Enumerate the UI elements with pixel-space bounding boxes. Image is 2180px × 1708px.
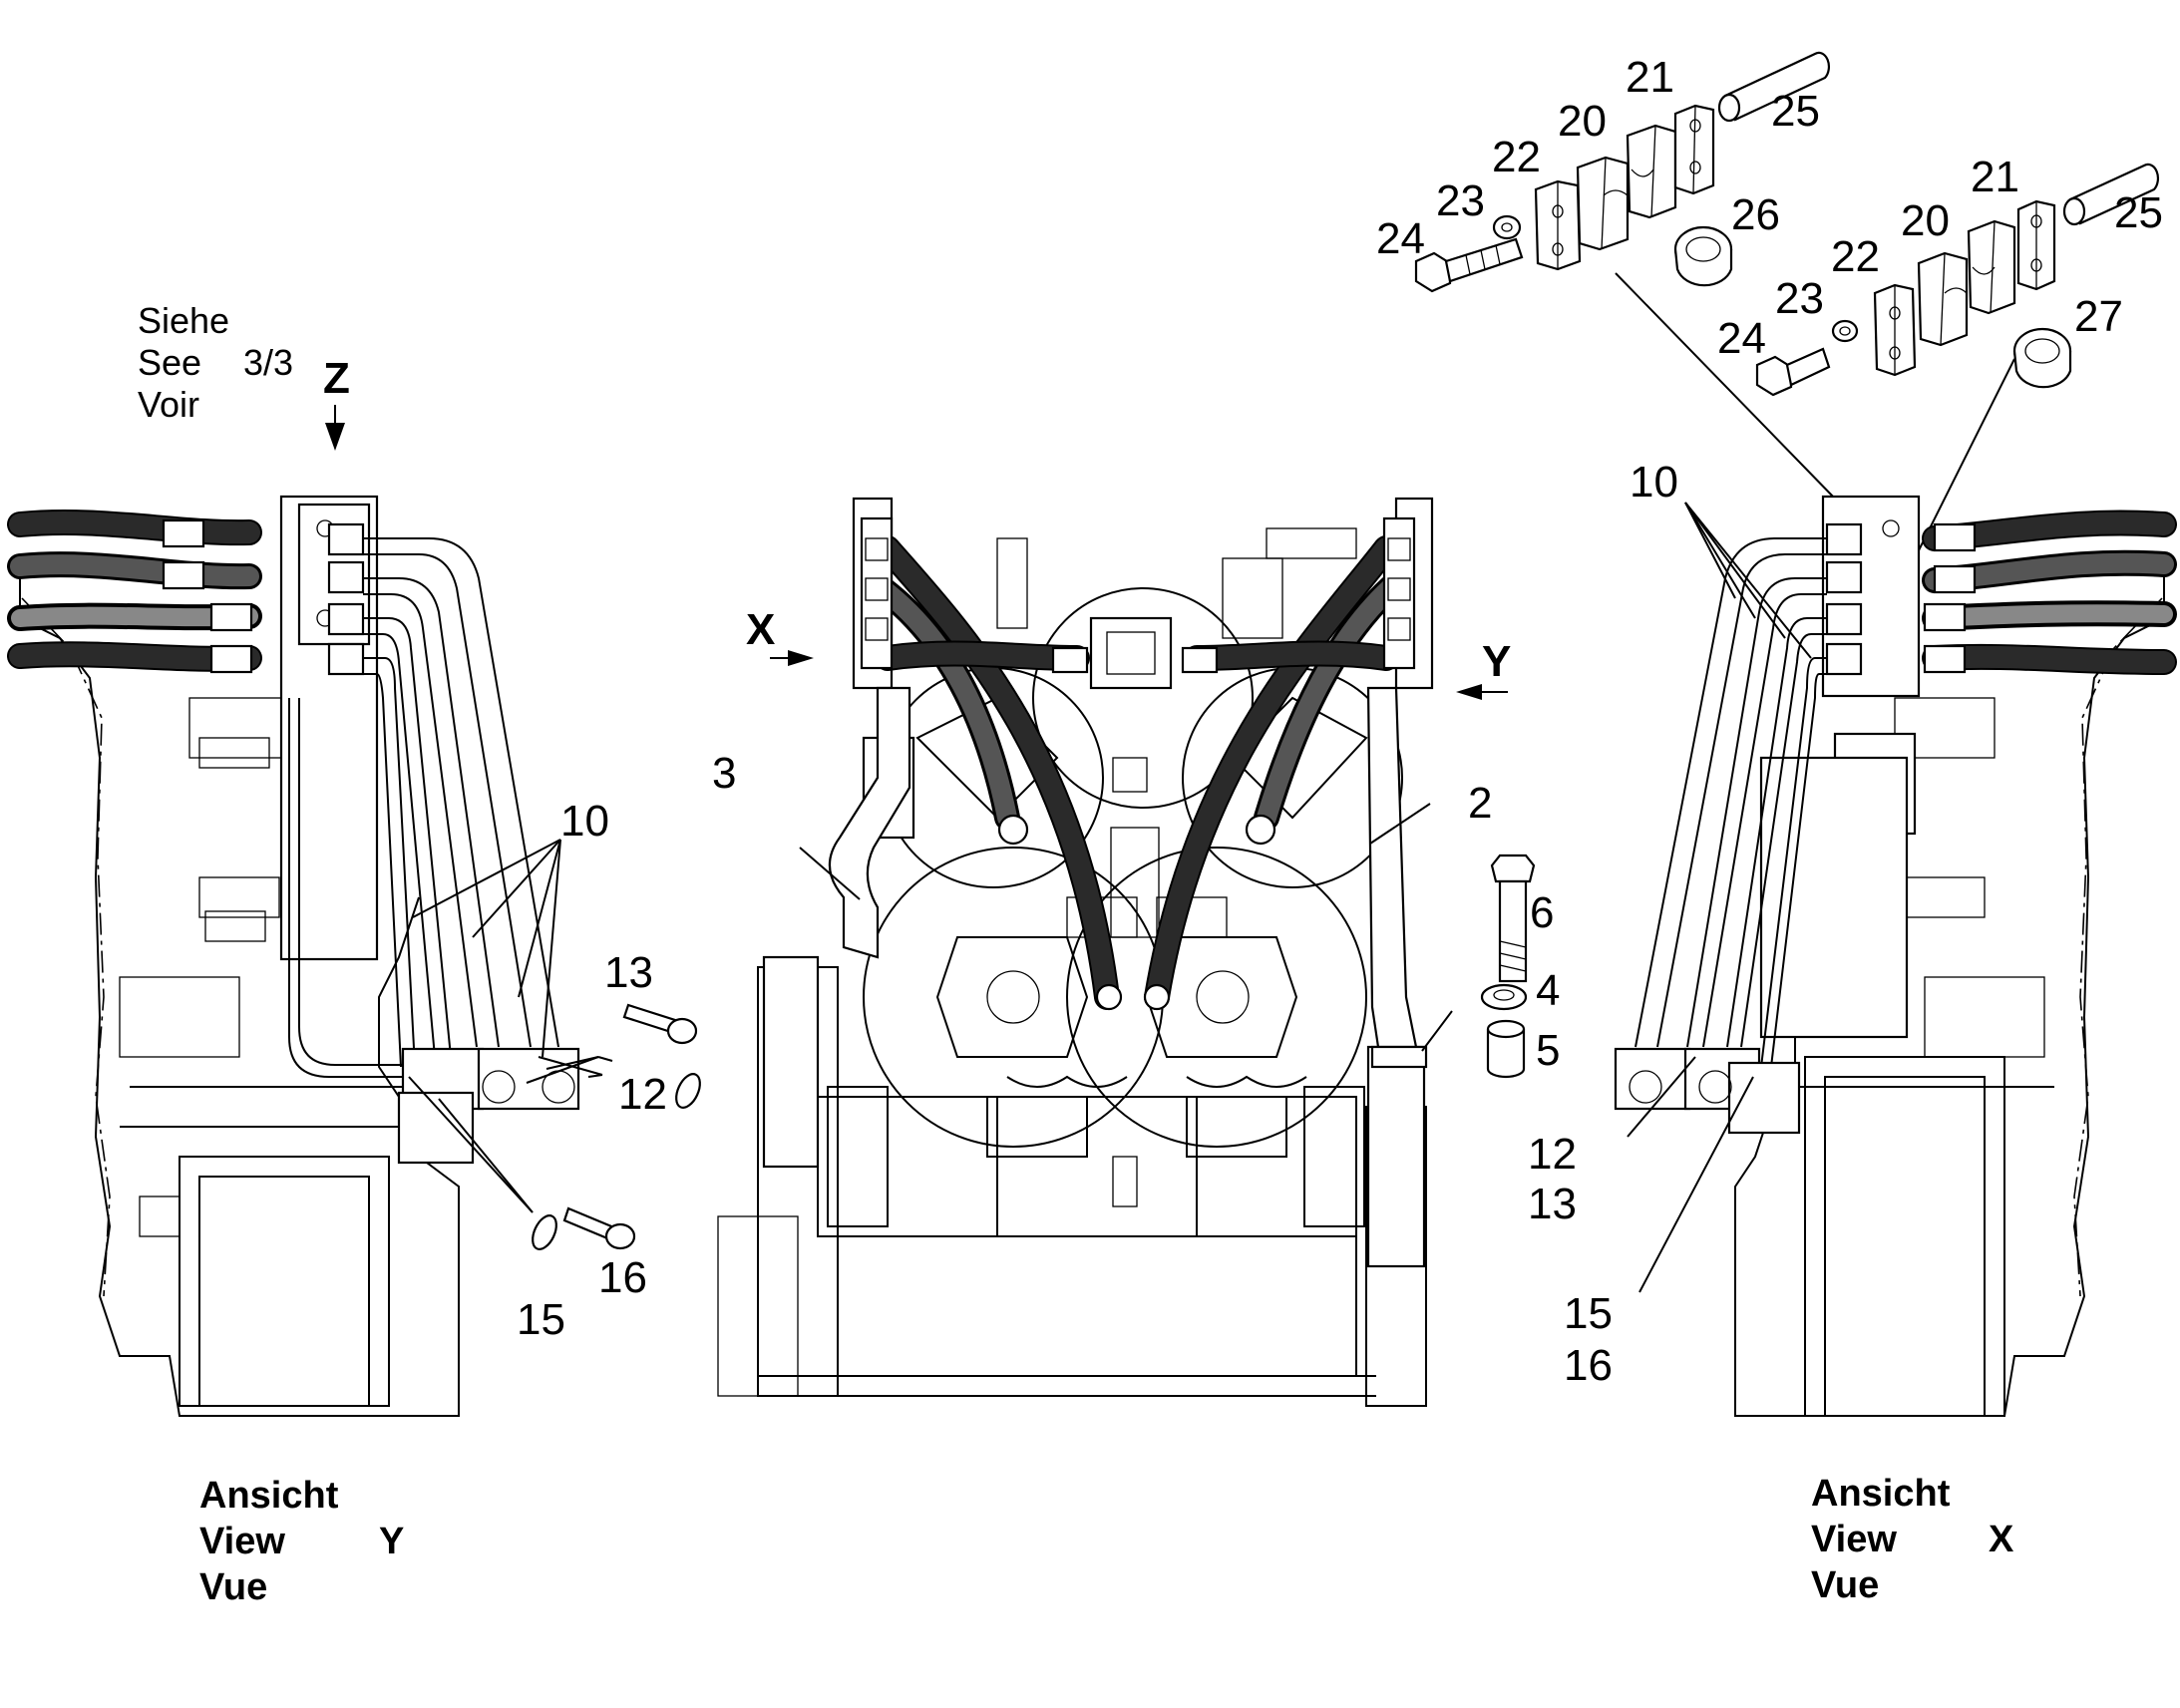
callout-24-lower: 24 [1717,314,1766,363]
clamp-half-21-lower [1967,219,2016,315]
washer-23-lower [1831,319,1859,343]
view-x-caption-letter: X [1989,1519,2014,1560]
view-y-caption-de: Ansicht [199,1475,339,1517]
washer-4 [1480,983,1528,1011]
o-ring-12 [675,1073,701,1109]
bolt-24-upper [1414,237,1524,293]
o-ring-15 [532,1214,557,1250]
top-plate-21-upper [1673,104,1715,195]
callout-25-lower: 25 [2114,188,2163,237]
callout-26: 26 [1731,190,1780,239]
callout-13-left: 13 [604,948,653,997]
callout-16-right: 16 [1564,1341,1613,1390]
view-marker-y: Y [1482,637,1511,686]
callout-20-lower: 20 [1901,196,1950,245]
view-arrow-z [325,405,345,451]
callout-10-right: 10 [1630,458,1678,507]
reference-note-en: See [138,342,201,383]
ring-26 [1673,225,1733,287]
callout-12-right: 12 [1528,1130,1577,1179]
callout-21-upper: 21 [1626,53,1674,102]
pipe-25-lower [2062,163,2160,226]
plate-22-lower [1873,283,1917,377]
reference-note-page: 3/3 [243,342,293,383]
washer-23-upper [1492,214,1522,240]
callout-20-upper: 20 [1558,97,1607,146]
callout-22-lower: 22 [1831,232,1880,281]
clamp-assembly-upper [1414,51,1831,293]
callout-2: 2 [1468,779,1492,828]
clamp-half-21-upper [1626,124,1677,219]
callout-22-upper: 22 [1492,133,1541,181]
callout-13-right: 13 [1528,1180,1577,1228]
screw-16 [562,1206,636,1250]
view-y-drawing [7,495,580,1417]
callout-4: 4 [1536,966,1560,1015]
view-y-caption-letter: Y [379,1521,404,1562]
reference-note-fr: Voir [138,384,199,425]
callout-3: 3 [712,749,736,798]
view-arrow-y [1456,684,1508,700]
callout-15-right: 15 [1564,1289,1613,1338]
bolt-24-lower [1755,347,1831,397]
screw-13 [622,1003,698,1045]
callout-6: 6 [1530,888,1554,937]
view-marker-x: X [746,605,775,654]
callout-23-lower: 23 [1775,274,1824,323]
view-x-caption-en: View [1811,1519,1897,1560]
view-x-caption-de: Ansicht [1811,1473,1951,1515]
callout-21-lower: 21 [1971,153,2019,201]
callout-10-left: 10 [560,797,609,846]
callout-23-upper: 23 [1436,176,1485,225]
central-view-drawing [717,497,1434,1407]
callout-5: 5 [1536,1026,1560,1075]
top-plate-21-lower [2016,199,2056,291]
ring-27 [2012,327,2072,389]
view-y-caption-fr: Vue [199,1566,267,1608]
view-arrow-x [770,650,814,666]
reference-note-de: Siehe [138,300,229,341]
bolt-6 [1490,854,1536,983]
view-x-drawing [1614,495,2177,1417]
plate-22-upper [1534,179,1582,271]
callout-25-upper: 25 [1771,87,1820,136]
pipe-25-upper [1717,51,1831,123]
callout-24-upper: 24 [1376,214,1425,263]
clamp-half-20-lower [1917,251,1969,347]
view-x-caption-fr: Vue [1811,1564,1879,1606]
callout-27: 27 [2074,292,2123,341]
callout-12-left: 12 [618,1070,667,1119]
sleeve-5 [1486,1019,1526,1079]
clamp-assembly-lower [1755,163,2160,397]
view-y-caption-en: View [199,1521,285,1562]
callout-16-left: 16 [598,1253,647,1302]
view-marker-z: Z [323,354,350,403]
callout-15-left: 15 [517,1295,565,1344]
clamp-half-20-upper [1576,156,1630,251]
